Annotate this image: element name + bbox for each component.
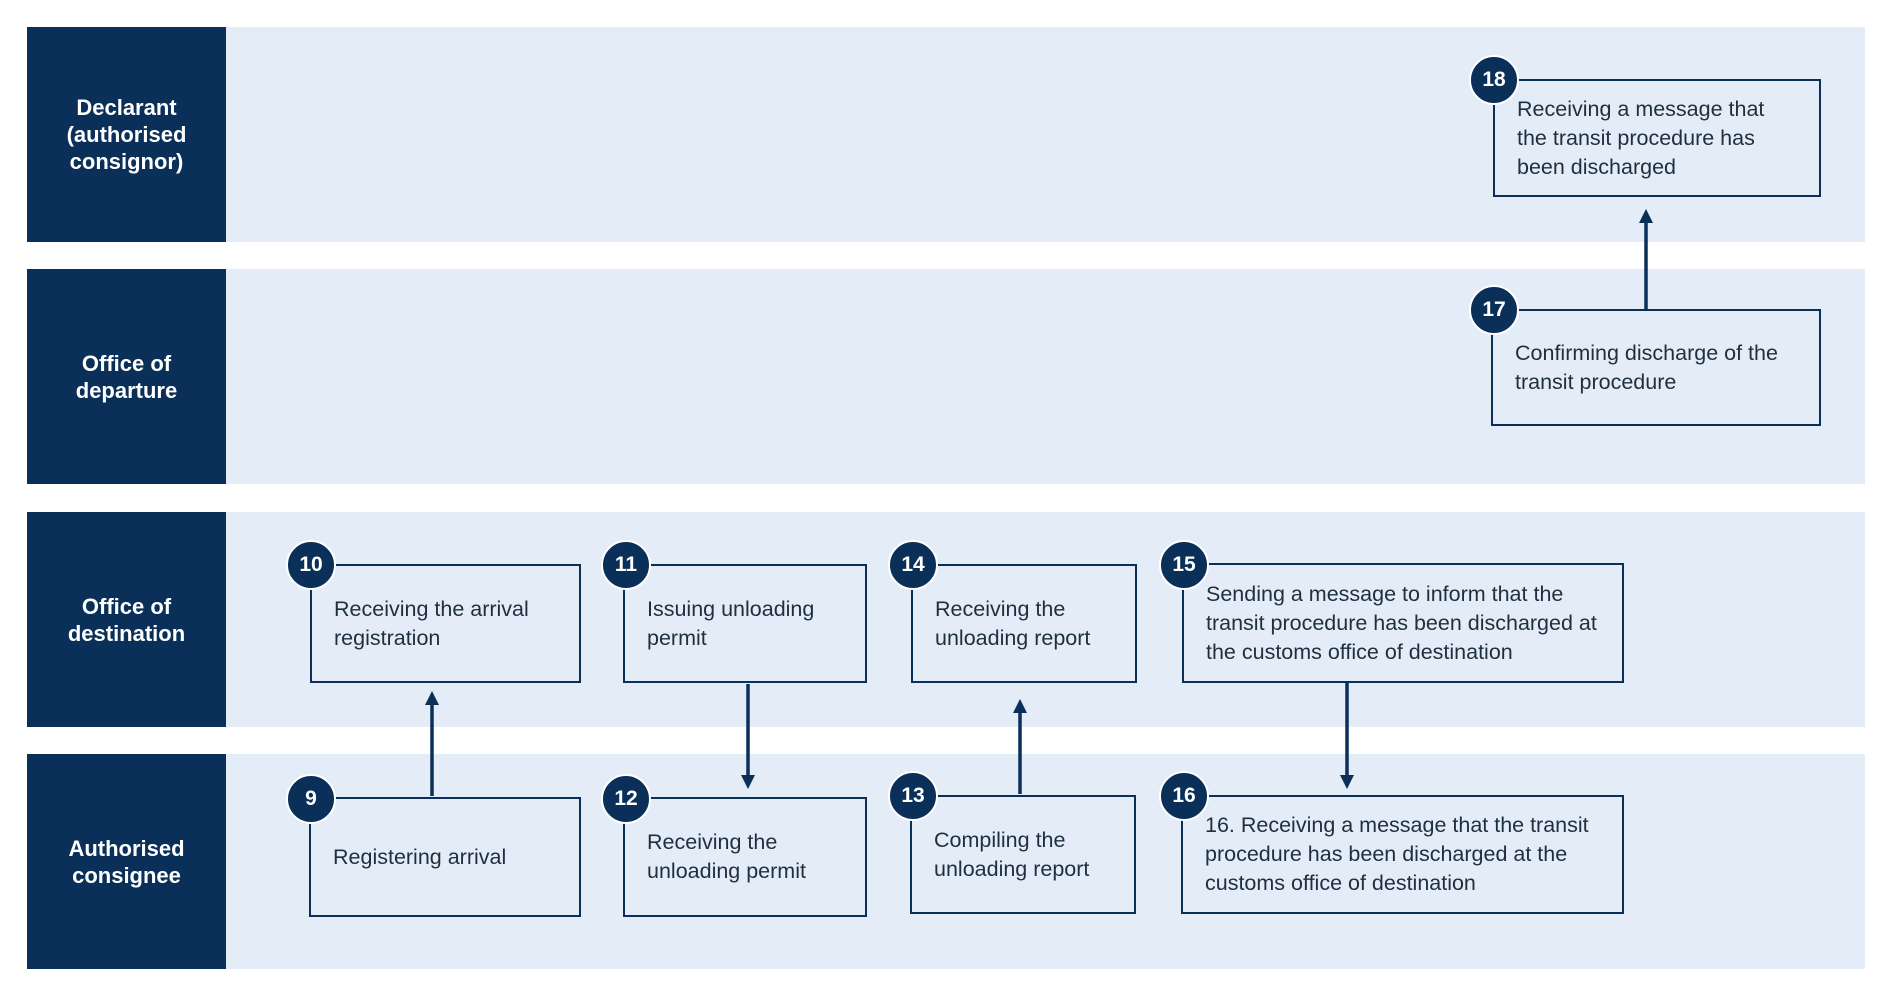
step-box-17: Confirming discharge of the transit proc… (1491, 309, 1821, 426)
step-box-16: 16. Receiving a message that the transit… (1181, 795, 1624, 914)
step-number-badge-9: 9 (286, 774, 336, 824)
lane-label-office-of-departure: Office of departure (27, 269, 226, 484)
step-text: Compiling the unloading report (934, 827, 1090, 881)
step-text: Registering arrival (333, 844, 507, 869)
step-box-11: Issuing unloading permit (623, 564, 867, 683)
lane-label-office-of-destination: Office of destination (27, 512, 226, 727)
step-box-9: Registering arrival (309, 797, 581, 917)
step-number-badge-11: 11 (601, 540, 651, 590)
step-text: Receiving the arrival registration (334, 596, 529, 650)
lane-body-office-of-departure (226, 269, 1865, 484)
step-box-12: Receiving the unloading permit (623, 797, 867, 917)
step-box-18: Receiving a message that the transit pro… (1493, 79, 1821, 197)
lane-label-text: Declarant (authorised consignor) (66, 95, 187, 174)
step-number-badge-16: 16 (1159, 771, 1209, 821)
step-text: Confirming discharge of the transit proc… (1515, 340, 1778, 394)
step-box-10: Receiving the arrival registration (310, 564, 581, 683)
step-number-badge-13: 13 (888, 771, 938, 821)
step-text: 16. Receiving a message that the transit… (1205, 813, 1589, 895)
step-number-badge-12: 12 (601, 774, 651, 824)
lane-label-text: Office of destination (67, 593, 186, 646)
lane-label-declarant: Declarant (authorised consignor) (27, 27, 226, 242)
step-text: Receiving the unloading permit (647, 830, 806, 883)
lane-label-text: Office of departure (75, 350, 178, 403)
step-number-badge-17: 17 (1469, 285, 1519, 335)
lane-body-office-of-destination (226, 512, 1865, 727)
step-number-badge-18: 18 (1469, 55, 1519, 105)
step-number-badge-14: 14 (888, 540, 938, 590)
step-text: Receiving the unloading report (935, 596, 1091, 650)
step-box-14: Receiving the unloading report (911, 564, 1137, 683)
step-text: Receiving a message that the transit pro… (1517, 96, 1765, 179)
lane-body-declarant (226, 27, 1865, 242)
step-box-15: Sending a message to inform that the tra… (1182, 563, 1624, 683)
step-text: Issuing unloading permit (647, 596, 815, 650)
step-box-13: Compiling the unloading report (910, 795, 1136, 914)
lane-label-authorised-consignee: Authorised consignee (27, 754, 226, 969)
step-number-badge-15: 15 (1159, 540, 1209, 590)
lane-label-text: Authorised consignee (68, 835, 185, 888)
step-text: Sending a message to inform that the tra… (1206, 581, 1597, 664)
step-number-badge-10: 10 (286, 540, 336, 590)
lane-body-authorised-consignee (226, 754, 1865, 969)
